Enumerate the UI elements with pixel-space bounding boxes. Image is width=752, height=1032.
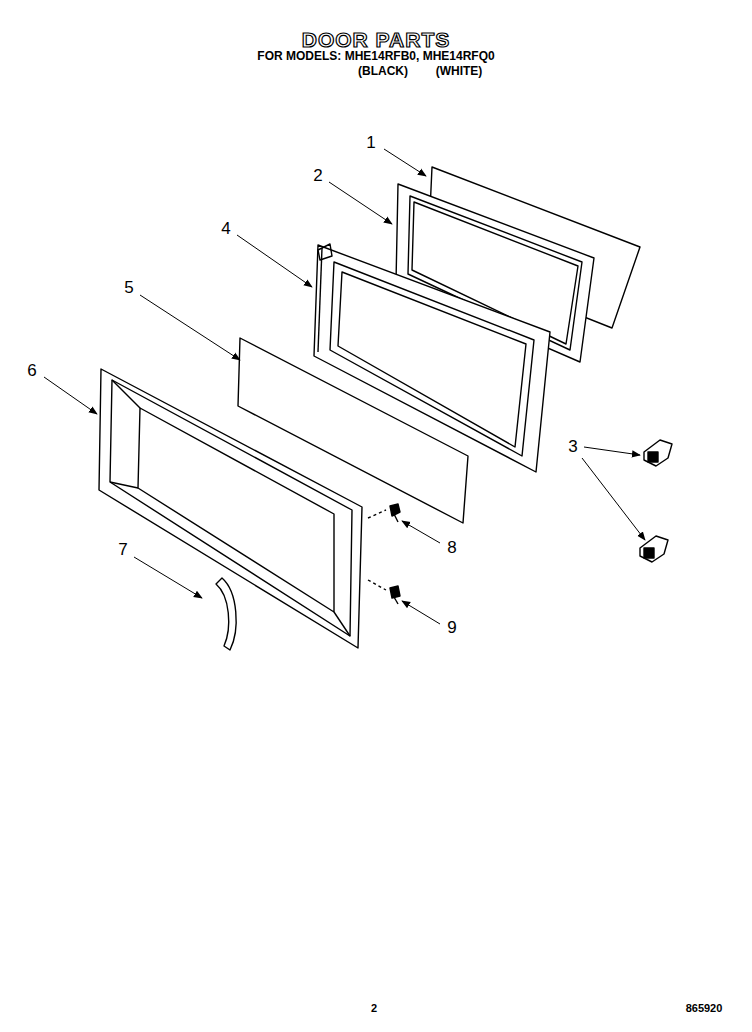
leader-line bbox=[402, 601, 440, 624]
callout-number: 4 bbox=[221, 220, 230, 239]
page-number: 2 bbox=[371, 1002, 377, 1014]
callout-number: 1 bbox=[366, 134, 375, 153]
door-frame-bevel bbox=[110, 482, 138, 488]
door-frame-bevel bbox=[334, 612, 350, 636]
callout-number: 6 bbox=[27, 362, 36, 381]
leader-line bbox=[582, 458, 645, 540]
color-note: (BLACK) bbox=[358, 65, 408, 78]
leader-line bbox=[237, 235, 312, 287]
inner-door-tab bbox=[318, 244, 332, 260]
callout-number: 3 bbox=[568, 438, 577, 457]
color-note: (WHITE) bbox=[436, 65, 483, 78]
door-frame-recess bbox=[138, 408, 334, 612]
figure-number: 865920 bbox=[686, 1002, 723, 1014]
screw-axis bbox=[368, 580, 386, 590]
hinge-block bbox=[644, 548, 654, 558]
screw-shank bbox=[394, 514, 398, 522]
callout-number: 8 bbox=[447, 539, 456, 558]
door-frame-bevel bbox=[112, 380, 140, 408]
callout-number: 2 bbox=[313, 167, 322, 186]
screw bbox=[390, 586, 400, 598]
leader-line bbox=[402, 521, 440, 543]
hinge bbox=[644, 440, 672, 466]
screw-shank bbox=[394, 597, 398, 604]
panel-edge bbox=[318, 248, 322, 352]
leader-line bbox=[384, 149, 426, 176]
model-list: FOR MODELS: MHE14RFB0, MHE14RFQ0 bbox=[257, 50, 494, 63]
leader-line bbox=[44, 377, 97, 414]
callout-number: 7 bbox=[118, 541, 127, 560]
leader-line bbox=[584, 447, 640, 455]
leader-line bbox=[329, 182, 392, 224]
callout-number: 5 bbox=[124, 279, 133, 298]
leader-line bbox=[134, 557, 202, 598]
diagram-title: DOOR PARTS bbox=[302, 28, 450, 51]
door-handle bbox=[216, 578, 236, 650]
screw-axis bbox=[368, 510, 386, 518]
hinge-block bbox=[648, 452, 658, 462]
hinge bbox=[640, 536, 668, 562]
leader-line bbox=[140, 295, 240, 360]
callout-number: 9 bbox=[447, 619, 456, 638]
screw bbox=[390, 504, 400, 516]
